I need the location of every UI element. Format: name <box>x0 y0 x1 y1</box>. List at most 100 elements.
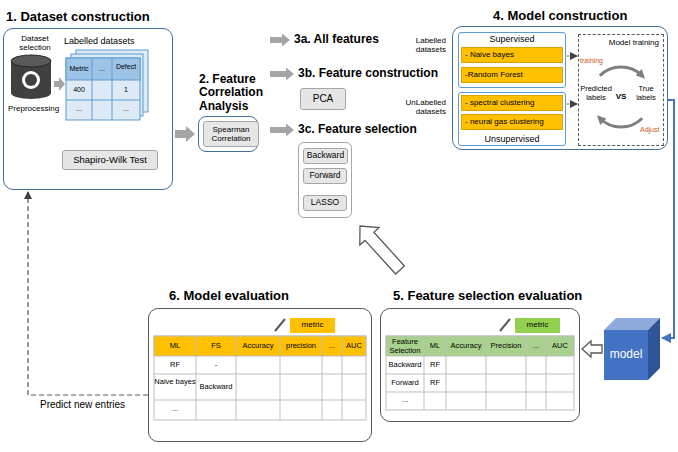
node-text: -Random Forest <box>462 70 523 79</box>
table-cell: Backward <box>386 361 424 370</box>
table-cell: Backward <box>196 383 236 392</box>
table-cell: AUC <box>546 342 574 351</box>
table-stack <box>66 50 148 120</box>
table-cell: Defect <box>112 63 140 71</box>
method-box: LASSO <box>303 195 347 211</box>
model-box: - neural gas clustering <box>461 114 563 130</box>
node-text: Model training <box>609 38 659 47</box>
stage-panel: 6. Model evaluation <box>148 308 372 442</box>
table-cell: ML <box>154 342 196 351</box>
table-cell: ... <box>154 405 196 414</box>
edge-label: Predict new entries <box>38 399 127 411</box>
table-cell: RF <box>424 361 446 370</box>
group-box: Unsupervised - spectral clustering - neura… <box>458 92 566 146</box>
table-cell: ... <box>66 105 92 113</box>
connector-line <box>28 192 148 395</box>
annotation: UnLabelled datasets <box>374 98 446 116</box>
connector-line <box>567 55 577 56</box>
process-box: Spearman Correlation <box>203 121 259 147</box>
annotation: Preprocessing <box>8 104 68 113</box>
table-cell: RF <box>154 361 196 370</box>
node-text: 3a. All features <box>294 33 379 47</box>
stage-heading: 3a. All features <box>294 30 404 50</box>
process-box: Shapiro-Wilk Test <box>62 150 158 170</box>
evaluation-table <box>154 318 366 420</box>
node-text: Backward <box>307 151 344 161</box>
node-subtext: True labels <box>631 85 661 102</box>
table-cell: Forward <box>386 379 424 388</box>
annotation: Labelled datasets <box>384 36 446 54</box>
stage-panel: 3c. Feature selectionBackwardForwardLASS… <box>298 142 352 218</box>
table-cell: 400 <box>66 86 92 94</box>
node-text: LASSO <box>311 198 339 208</box>
block-arrow <box>175 126 195 142</box>
model-cube: model <box>604 318 660 380</box>
preprocess-arrow <box>54 77 65 91</box>
database-icon <box>10 54 52 100</box>
table-cell: Accuracy <box>446 342 486 351</box>
table-cell: FS <box>196 342 236 351</box>
table-cell: ML <box>424 342 446 351</box>
node-text: - neural gas clustering <box>462 117 544 126</box>
table-cell: AUC <box>342 342 366 351</box>
block-arrow <box>270 124 294 137</box>
node-text: Forward <box>309 171 340 181</box>
metric-tag: metric <box>290 320 335 329</box>
metric-tag: metric <box>515 320 560 329</box>
node-text: Dataset selection <box>8 34 62 52</box>
stage-panel: 2. Feature Correlation AnalysisSpearman … <box>198 116 258 152</box>
model-box: -Random Forest <box>461 67 563 83</box>
table-cell: Accuracy <box>236 342 280 351</box>
node-subtext: VS <box>612 92 630 101</box>
table-cell: RF <box>424 379 446 388</box>
block-arrow <box>360 226 405 274</box>
table-cell: Metric <box>66 65 92 73</box>
table-cell: - <box>196 361 236 370</box>
node-text: 2. Feature Correlation Analysis <box>199 73 269 114</box>
stage-panel: 5. Feature selection evaluation <box>380 308 580 422</box>
table-cell: ... <box>386 396 424 405</box>
stage-panel: 4. Model constructionSupervised- Naive b… <box>452 26 668 150</box>
model-box: - Naive bayes <box>461 47 563 63</box>
node-text: 1. Dataset construction <box>6 10 150 25</box>
dataset-stack: Labelled datasets <box>62 36 152 122</box>
node-text: Unsupervised <box>459 134 565 144</box>
node-text: model <box>604 348 648 362</box>
block-arrow <box>270 68 294 81</box>
node-text: 5. Feature selection evaluation <box>393 289 582 304</box>
table-cell: Feature Selection <box>386 338 424 355</box>
table-cell: ... <box>92 65 112 73</box>
table-cell: ... <box>112 105 140 113</box>
cycle-word: training <box>580 57 608 65</box>
table-cell: precision <box>280 342 322 351</box>
table-cell: ... <box>526 342 546 351</box>
node-subtext: Predicted labels <box>580 85 612 102</box>
node-text: Supervised <box>459 34 565 44</box>
node-text: - spectral clustering <box>462 98 534 107</box>
table-cell: Naive bayes <box>154 378 196 387</box>
database-node: Dataset selection <box>8 34 62 100</box>
node-text: 4. Model construction <box>493 9 627 24</box>
model-box: - spectral clustering <box>461 95 563 111</box>
node-subtext: PCA <box>313 93 334 105</box>
method-box: Forward <box>303 168 347 184</box>
node-text: Labelled datasets <box>62 36 135 46</box>
block-arrow <box>270 34 290 47</box>
evaluation-table <box>386 318 574 410</box>
table-cell: ... <box>322 342 342 351</box>
table-cell: Precision <box>486 342 526 351</box>
node-text: 3b. Feature construction <box>298 67 438 81</box>
cycle-word: Adjust <box>640 126 664 134</box>
block-arrow <box>582 341 602 357</box>
node-text: 3c. Feature selection <box>298 123 417 137</box>
node-text: Spearman Correlation <box>204 125 258 143</box>
method-box: Backward <box>303 148 348 164</box>
training-box: Model trainingPredicted labelsVSTrue lab… <box>578 34 664 146</box>
table-cell: 1 <box>112 86 140 94</box>
node-text: 6. Model evaluation <box>169 289 289 304</box>
group-box: Supervised - Naive bayes -Random Forest <box>458 32 566 88</box>
connector-line <box>567 103 577 104</box>
process-box: 3b. Feature constructionPCA <box>300 88 346 110</box>
stage-panel: 1. Dataset constructionDataset selection… <box>3 28 173 190</box>
node-text: - Naive bayes <box>462 50 514 59</box>
